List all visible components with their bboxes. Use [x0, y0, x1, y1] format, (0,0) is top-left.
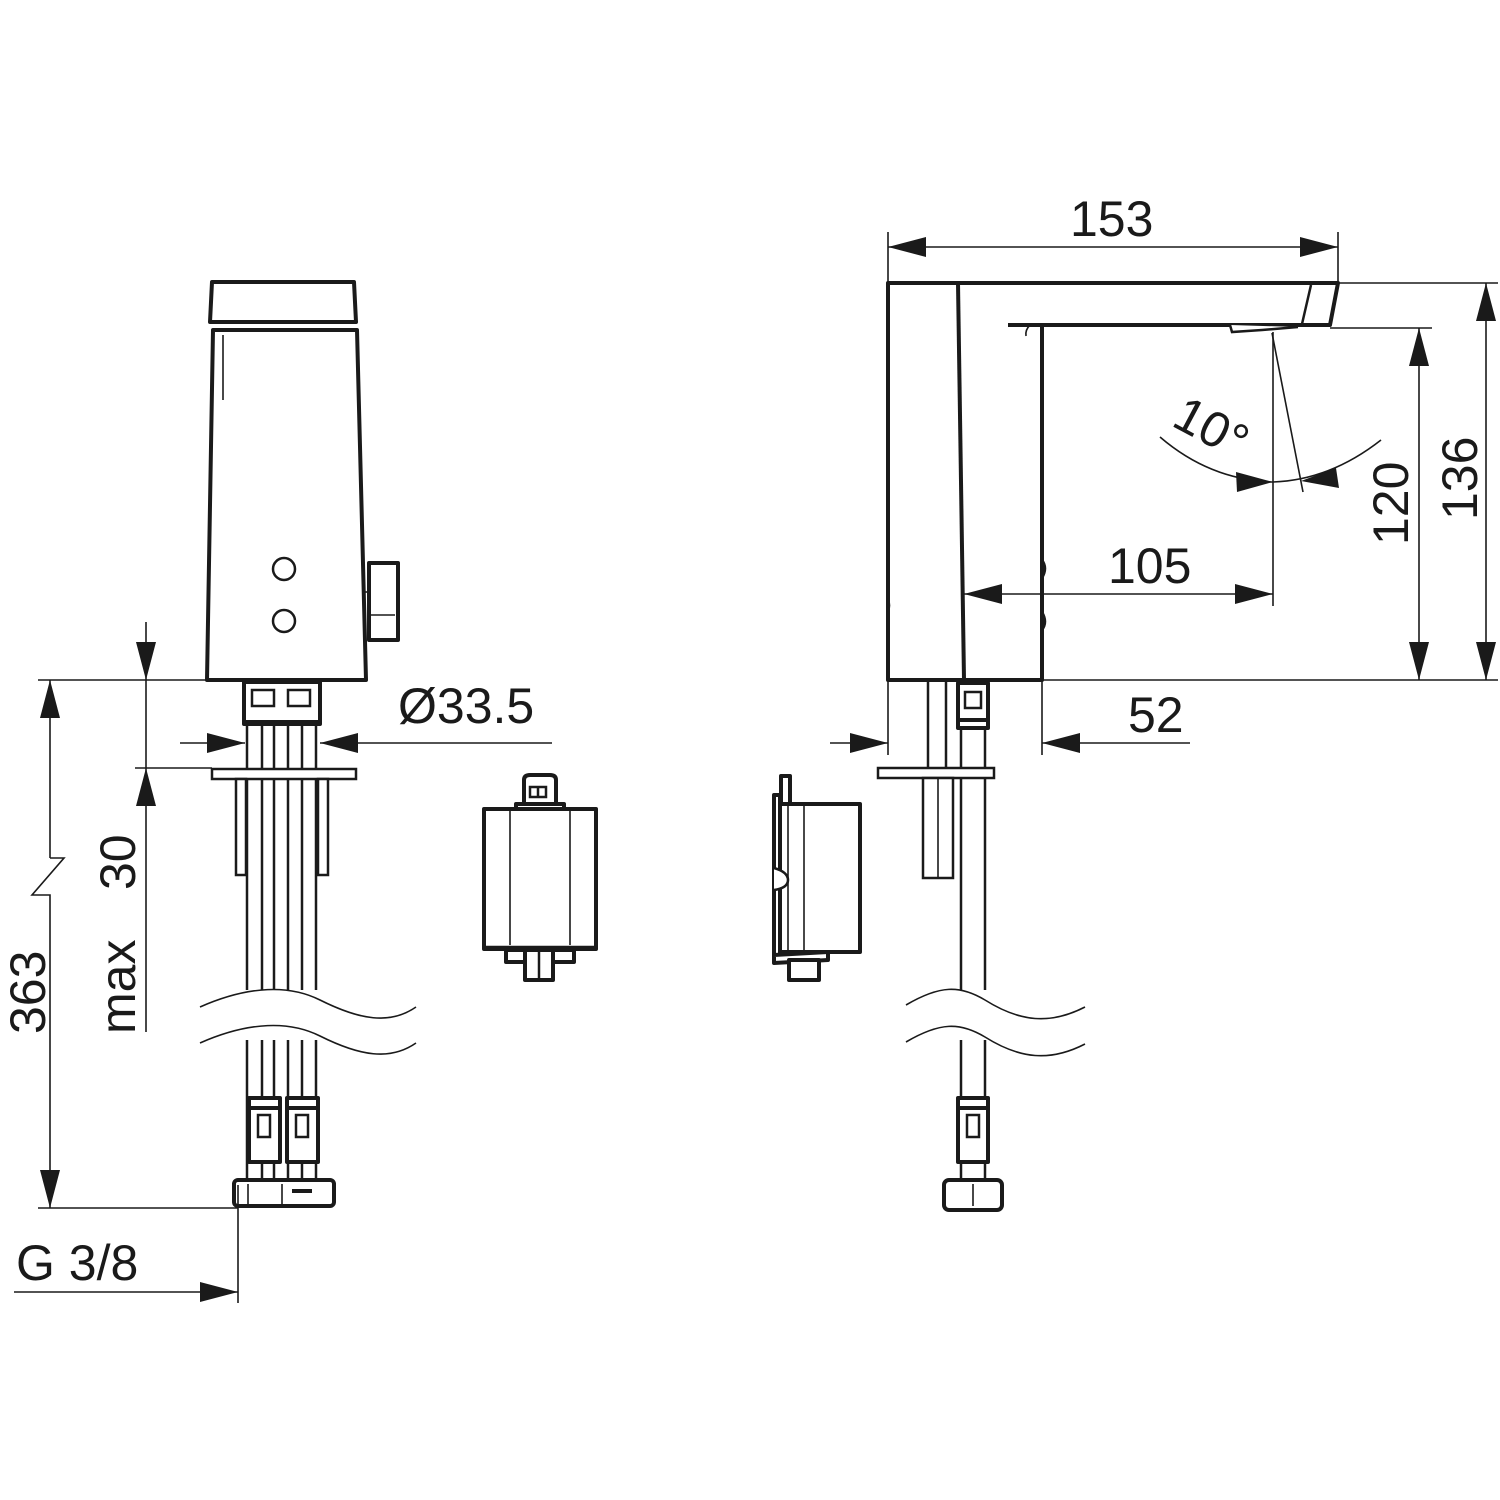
faucet-top-cap: [208, 280, 358, 324]
electronics-box-front: [482, 773, 598, 982]
diameter-dimension: Ø33.5: [398, 678, 534, 734]
base-dimension: 52: [1128, 687, 1184, 743]
faucet-body: [205, 328, 368, 682]
connector-block: [242, 680, 322, 726]
electronics-box-side: [772, 774, 862, 982]
sensor-window-icon: [271, 608, 297, 634]
max-label: max: [90, 940, 146, 1034]
max-value-dimension: 30: [90, 834, 146, 890]
hose-fittings: [232, 1096, 336, 1208]
side-knob: [367, 561, 400, 642]
front-view: Ø33.5 max 30 363 G 3/8: [0, 280, 552, 1303]
angle-dimension: 10°: [1165, 385, 1258, 470]
total-height-dimension-side: 136: [1432, 437, 1488, 520]
total-height-dimension: 363: [0, 951, 56, 1034]
side-dimensions: [830, 232, 1498, 755]
outlet-height-dimension: 120: [1363, 462, 1419, 545]
sensor-window-icon: [271, 556, 297, 582]
length-dimension: 153: [1070, 191, 1153, 247]
mounting-plate-side: [876, 766, 996, 780]
thread-dimension: G 3/8: [16, 1235, 138, 1291]
reach-dimension: 105: [1108, 538, 1191, 594]
connection-nut: [232, 1178, 336, 1208]
side-view: 153 105 52 120 136 10°: [830, 191, 1498, 1212]
mounting-plate: [210, 767, 358, 781]
front-dimensions: [14, 622, 552, 1303]
